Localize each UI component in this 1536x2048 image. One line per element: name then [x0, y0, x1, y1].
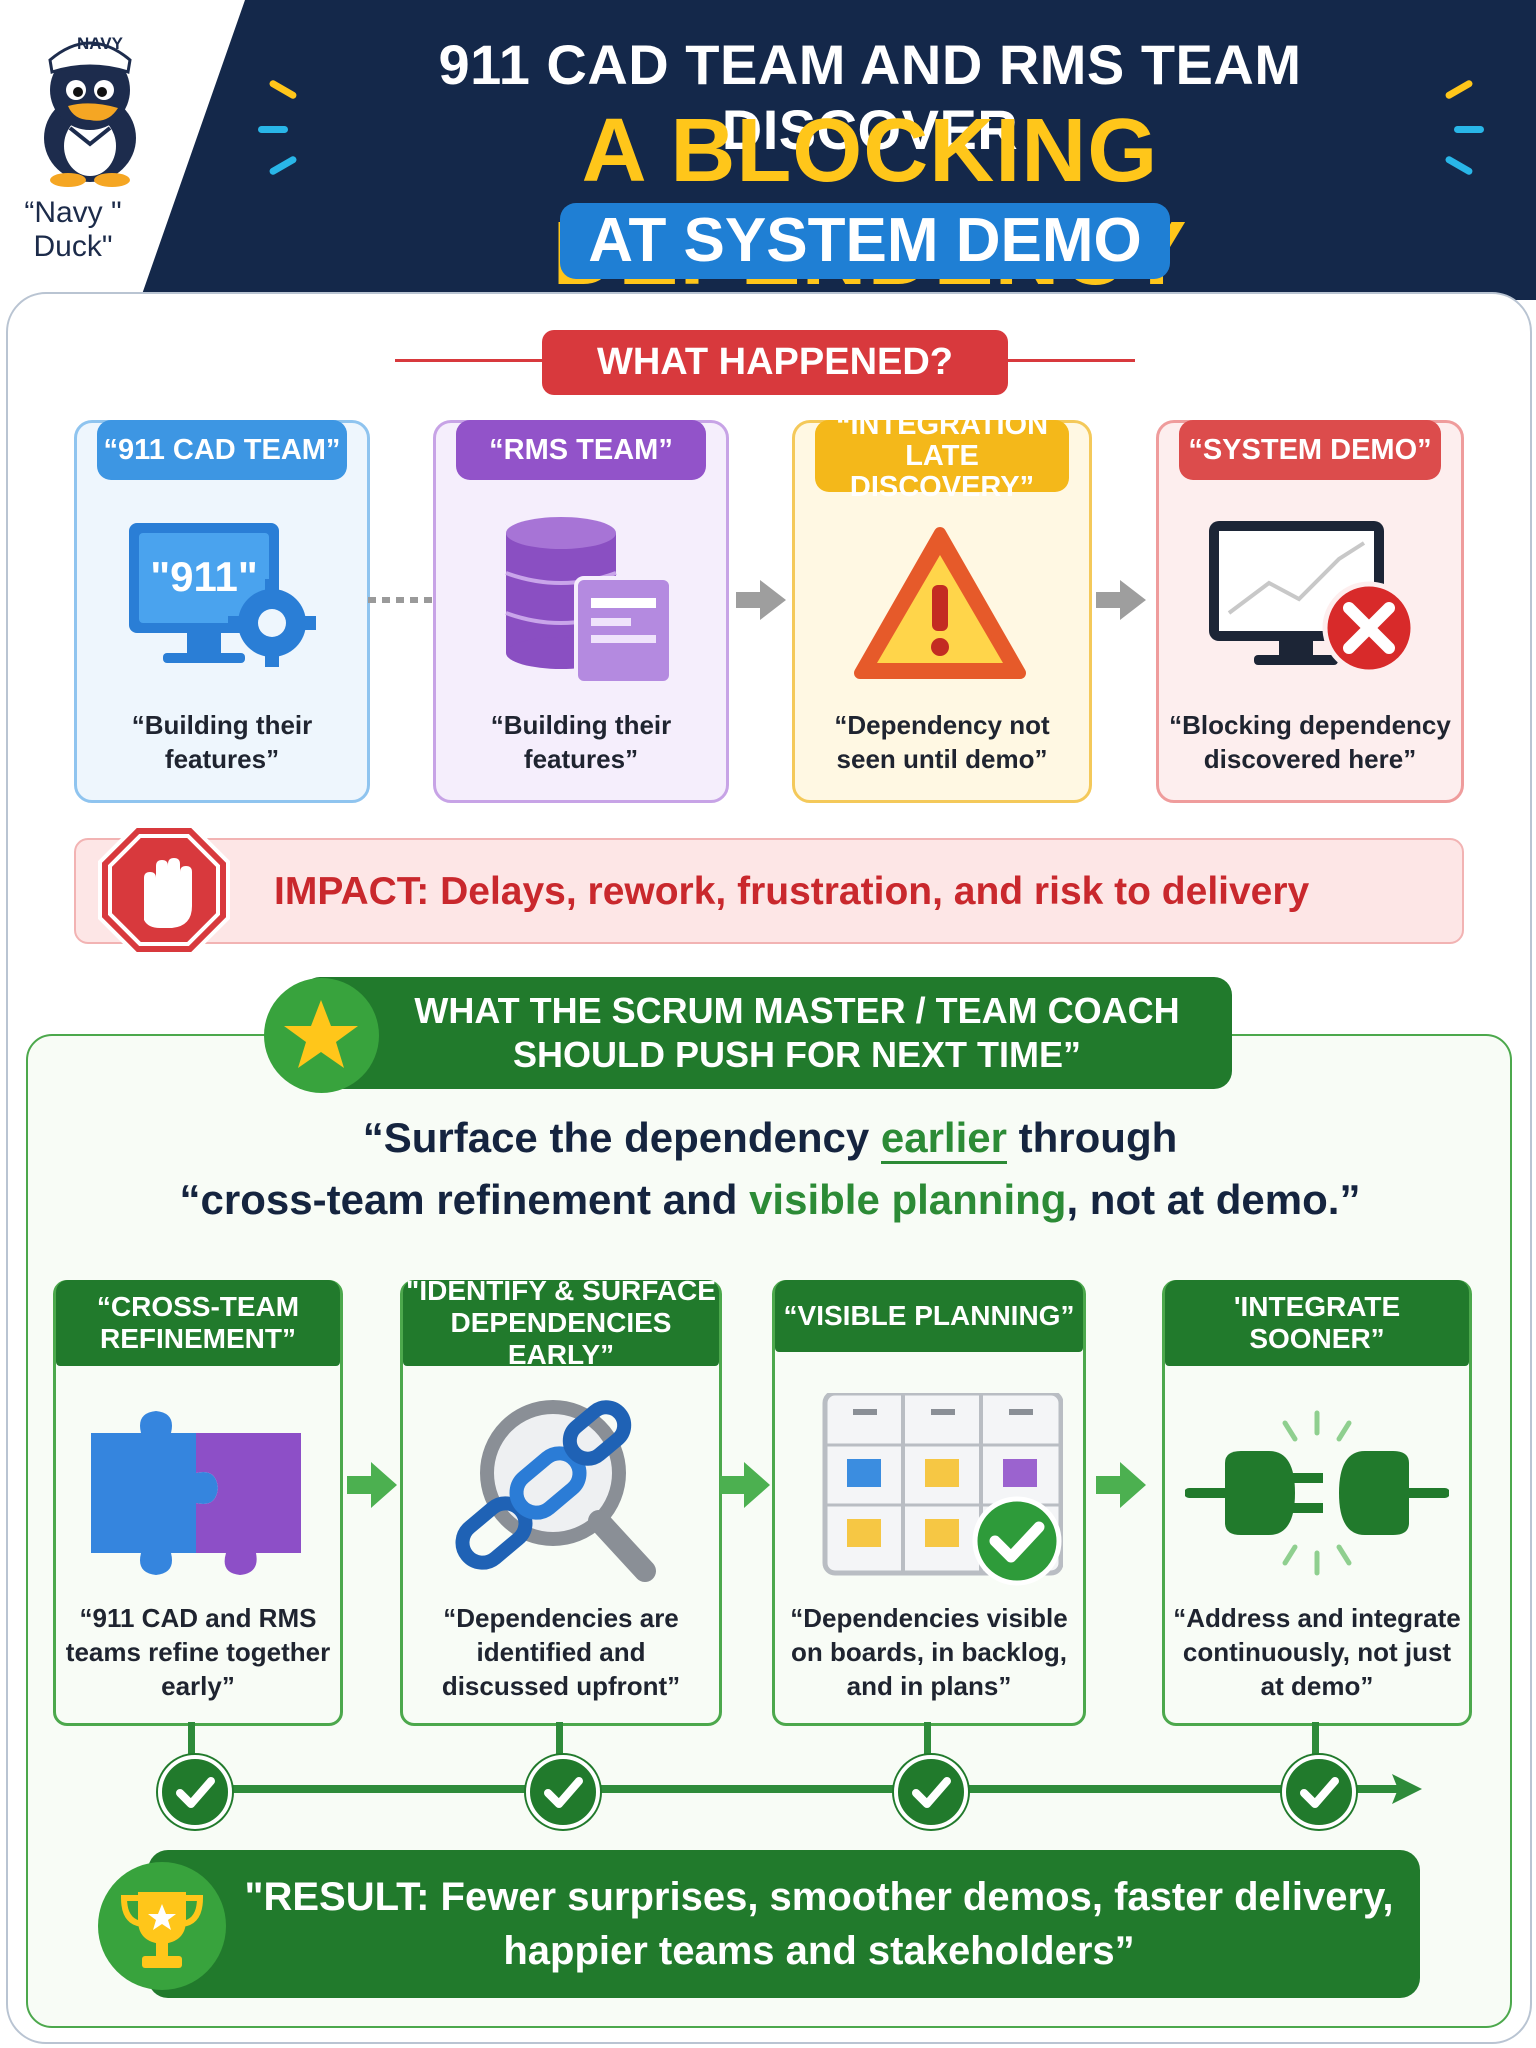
plug-connect-icon — [1185, 1410, 1449, 1576]
cad-team-caption: “Building their features” — [131, 710, 313, 774]
kanban-board-icon — [822, 1393, 1063, 1586]
visible-planning-card: “VISIBLE PLANNING” “Dependencies visible… — [772, 1280, 1086, 1726]
checkmark-icon — [1282, 1755, 1356, 1829]
puzzle-icon — [91, 1411, 301, 1575]
cad-team-card: “911 CAD TEAM” "911" “Building their fea… — [74, 420, 370, 803]
coach-banner-line-2: SHOULD PUSH FOR NEXT TIME” — [512, 1034, 1082, 1075]
star-badge — [264, 978, 379, 1093]
integration-title: “INTEGRATION LATE DISCOVERY” — [815, 409, 1069, 502]
mascot-cap-label: NAVY — [77, 34, 123, 53]
coach-quote-line-2: “cross-team refinement and visible plann… — [179, 1176, 1361, 1223]
dotted-connector — [368, 597, 436, 603]
divider-right — [1005, 359, 1135, 362]
integrate-sooner-title: 'INTEGRATE SOONER” — [1165, 1280, 1469, 1366]
result-line-2: happier teams and stakeholders” — [503, 1929, 1135, 1973]
trophy-icon — [120, 1892, 204, 1968]
cad-team-title: “911 CAD TEAM” — [97, 420, 347, 480]
checkmark-icon — [526, 1755, 600, 1829]
rms-team-title: “RMS TEAM” — [456, 420, 706, 480]
trophy-badge — [98, 1862, 226, 1990]
identify-dependencies-caption: “Dependencies are identified and discuss… — [441, 1603, 681, 1701]
timeline-arrow-icon — [1392, 1774, 1422, 1804]
system-demo-title: “SYSTEM DEMO” — [1179, 420, 1441, 480]
database-icon — [505, 517, 673, 685]
cross-team-refinement-title: “CROSS-TEAM REFINEMENT” — [56, 1280, 340, 1366]
rms-team-card: “RMS TEAM” “Building their features” — [433, 420, 729, 803]
checkmark-icon — [894, 1755, 968, 1829]
monitor-error-icon — [1209, 521, 1416, 675]
title-line-3: AT SYSTEM DEMO — [560, 203, 1170, 279]
spark-icon — [258, 126, 288, 133]
coach-quote-line-1: “Surface the dependency earlier through — [120, 1114, 1420, 1164]
cross-team-refinement-card: “CROSS-TEAM REFINEMENT” “911 CAD and RMS… — [53, 1280, 343, 1726]
divider-left — [395, 359, 545, 362]
computer-gear-icon: "911" — [129, 523, 316, 667]
warning-icon — [854, 527, 1026, 679]
timeline-tick — [188, 1722, 195, 1786]
navy-duck-mascot-icon — [44, 41, 136, 187]
integration-caption: “Dependency not seen until demo” — [834, 710, 1050, 774]
screen-911-text: "911" — [150, 553, 258, 600]
arrow-right-icon — [347, 1462, 397, 1508]
integrate-sooner-caption: “Address and integrate continuously, not… — [1173, 1603, 1461, 1701]
checkmark-icon — [158, 1755, 232, 1829]
arrow-right-icon — [736, 580, 786, 620]
title-line-1: 911 CAD TEAM AND RMS TEAM DISCOVER — [438, 33, 1302, 161]
timeline-line — [190, 1785, 1400, 1793]
impact-text: IMPACT: Delays, rework, frustration, and… — [274, 870, 1310, 913]
timeline-tick — [1312, 1722, 1319, 1786]
coach-banner: WHAT THE SCRUM MASTER / TEAM COACH SHOUL… — [302, 977, 1232, 1089]
integration-card: “INTEGRATION LATE DISCOVERY” “Dependency… — [792, 409, 1092, 803]
spark-icon — [1454, 126, 1484, 133]
coach-banner-line-1: WHAT THE SCRUM MASTER / TEAM COACH — [414, 990, 1180, 1031]
rms-team-caption: “Building their features” — [490, 710, 672, 774]
what-happened-label: WHAT HAPPENED? — [542, 330, 1008, 395]
star-icon — [284, 1000, 358, 1068]
cross-team-refinement-caption: “911 CAD and RMS teams refine together e… — [65, 1603, 331, 1701]
visible-planning-title: “VISIBLE PLANNING” — [775, 1280, 1083, 1352]
arrow-right-icon — [720, 1462, 770, 1508]
system-demo-card: “SYSTEM DEMO” “Blocking dependency disco… — [1156, 420, 1464, 803]
identify-dependencies-card: "IDENTIFY & SURFACE DEPENDENCIES EARLY” … — [400, 1275, 722, 1726]
timeline-tick — [924, 1722, 931, 1786]
magnifier-chain-icon — [455, 1400, 656, 1582]
identify-dependencies-title: "IDENTIFY & SURFACE DEPENDENCIES EARLY” — [403, 1275, 719, 1370]
arrow-right-icon — [1096, 1462, 1146, 1508]
visible-planning-caption: “Dependencies visible on boards, in back… — [790, 1603, 1068, 1701]
highlight-earlier: earlier — [880, 1114, 1007, 1164]
arrow-right-icon — [1096, 580, 1146, 620]
mascot-name: “Navy " Duck" — [24, 196, 122, 263]
result-line-1: "RESULT: Fewer surprises, smoother demos… — [244, 1875, 1394, 1919]
result-banner: "RESULT: Fewer surprises, smoother demos… — [148, 1850, 1420, 1998]
impact-bar: IMPACT: Delays, rework, frustration, and… — [74, 838, 1464, 944]
system-demo-caption: “Blocking dependency discovered here” — [1169, 710, 1451, 774]
integrate-sooner-card: 'INTEGRATE SOONER” “Address and integrat… — [1162, 1280, 1472, 1726]
stop-hand-icon — [98, 824, 230, 956]
timeline-tick — [556, 1722, 563, 1786]
highlight-visible-planning: visible planning — [749, 1176, 1067, 1223]
